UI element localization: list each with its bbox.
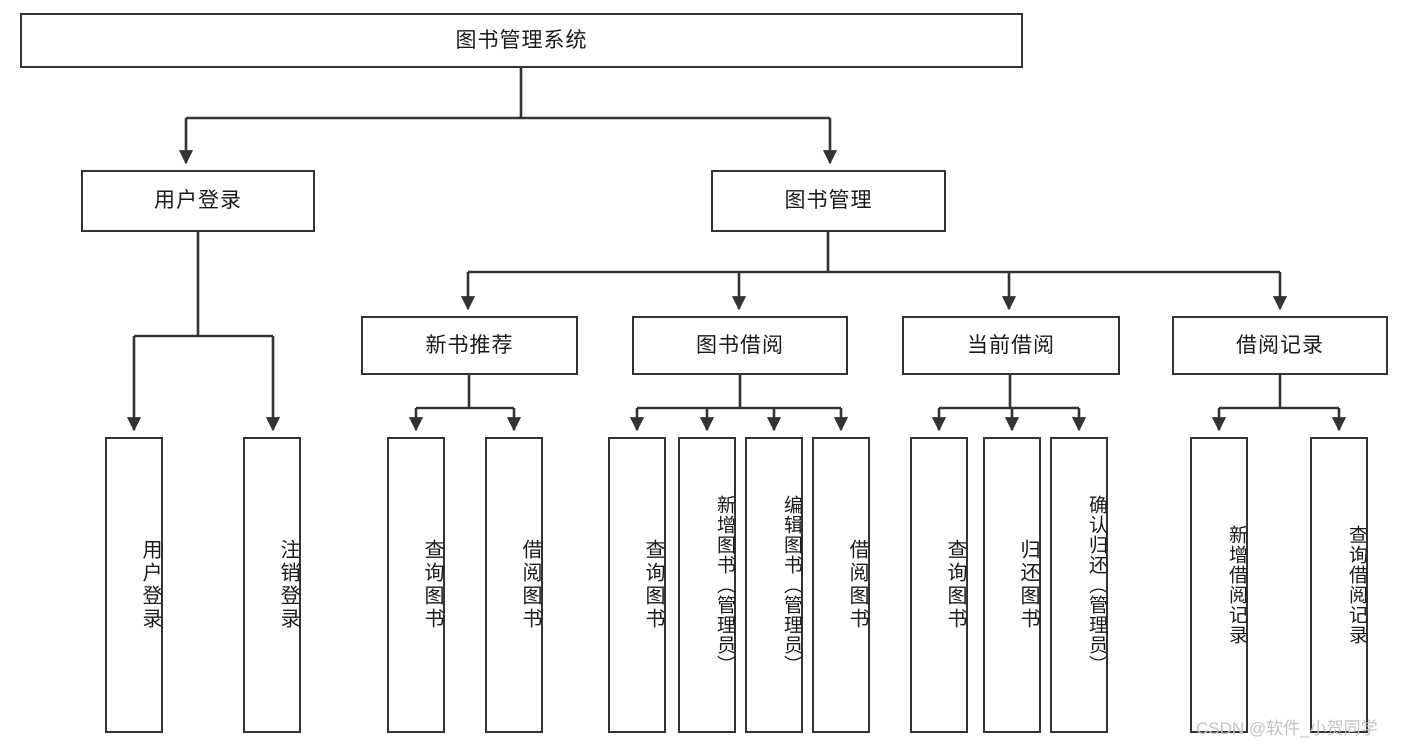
leaf-query-book-borrow[interactable]: 查询图书 — [608, 437, 666, 733]
leaf-edit-book-admin[interactable]: 编辑图书（管理员） — [745, 437, 803, 733]
node-user-login[interactable]: 用户登录 — [81, 170, 315, 232]
leaf-user-login[interactable]: 用户登录 — [105, 437, 163, 733]
leaf-query-book-current[interactable]: 查询图书 — [910, 437, 968, 733]
node-book-borrow[interactable]: 图书借阅 — [632, 316, 848, 375]
leaf-confirm-return-admin[interactable]: 确认归还（管理员） — [1050, 437, 1108, 733]
leaf-add-borrow-record[interactable]: 新增借阅记录 — [1190, 437, 1248, 733]
node-book-management[interactable]: 图书管理 — [711, 170, 946, 232]
leaf-query-book-recommend[interactable]: 查询图书 — [387, 437, 445, 733]
leaf-borrow-book-recommend[interactable]: 借阅图书 — [485, 437, 543, 733]
csdn-watermark: CSDN @软件_小贺同学 — [1196, 719, 1378, 738]
leaf-add-book-admin[interactable]: 新增图书（管理员） — [678, 437, 736, 733]
node-root-system[interactable]: 图书管理系统 — [20, 13, 1023, 68]
leaf-logout[interactable]: 注销登录 — [243, 437, 301, 733]
leaf-borrow-book[interactable]: 借阅图书 — [812, 437, 870, 733]
leaf-query-borrow-record[interactable]: 查询借阅记录 — [1310, 437, 1368, 733]
leaf-return-book[interactable]: 归还图书 — [983, 437, 1041, 733]
node-current-borrow[interactable]: 当前借阅 — [902, 316, 1120, 375]
node-borrow-record[interactable]: 借阅记录 — [1172, 316, 1388, 375]
node-new-book-recommend[interactable]: 新书推荐 — [361, 316, 578, 375]
